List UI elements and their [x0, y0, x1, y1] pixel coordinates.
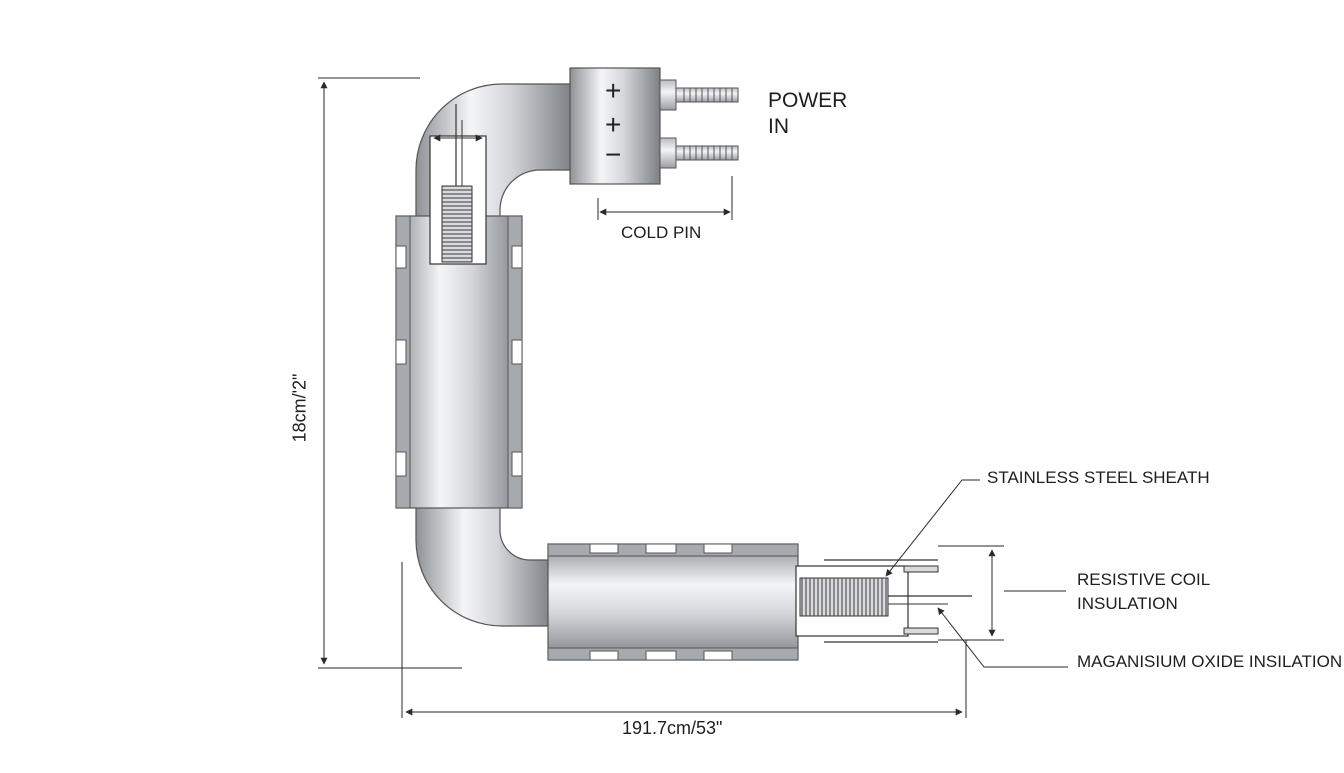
width-dimension	[401, 562, 967, 718]
width-dimension-label: 191.7cm/53"	[622, 718, 723, 738]
terminal-plus-2: +	[605, 109, 621, 140]
bottom-bend	[415, 499, 553, 627]
resistive-coil-label: RESISTIVE COIL INSULATION	[1077, 568, 1210, 616]
cold-pin-label: COLD PIN	[621, 223, 702, 242]
sheath-label: STAINLESS STEEL SHEATH	[987, 468, 1210, 487]
cold-pin-dimension	[597, 176, 733, 220]
resistive-coil-line1: RESISTIVE COIL	[1077, 570, 1211, 589]
height-dimension-label: 18cm/'2"	[289, 373, 310, 443]
resistive-coil-line2: INSULATION	[1077, 594, 1178, 613]
terminal-plus-1: +	[605, 75, 621, 106]
terminal-minus: −	[605, 139, 621, 170]
height-dimension	[318, 77, 462, 669]
vertical-sleeve	[395, 215, 523, 509]
leader-lines	[885, 479, 1068, 668]
end-cutaway	[795, 559, 972, 643]
terminal-block: + + −	[569, 67, 739, 185]
horizontal-sleeve	[547, 543, 799, 661]
mgo-insulation-label: MAGANISIUM OXIDE INSILATION	[1077, 652, 1343, 671]
power-in-label: POWER IN	[768, 88, 847, 140]
end-thickness-dimension	[938, 545, 1004, 641]
vertical-coil-cutaway	[429, 104, 487, 265]
power-in-line2: IN	[768, 115, 789, 138]
power-in-line1: POWER	[768, 89, 848, 112]
